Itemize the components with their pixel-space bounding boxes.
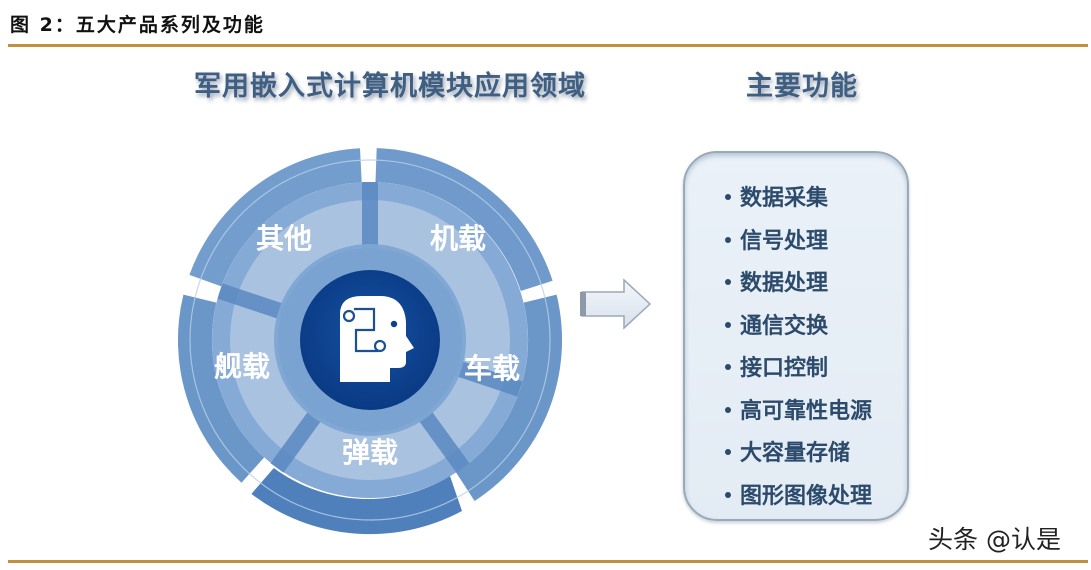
head-circuit-icon [340,296,414,382]
main-functions-box: 数据采集 信号处理 数据处理 通信交换 接口控制 高可靠性电源 大容量存储 图形… [683,151,909,521]
figure-title: 图 2：五大产品系列及功能 [10,14,265,36]
bullet-icon [725,321,731,328]
application-wheel: 机载 车载 弹载 舰载 其他 [177,148,563,535]
bullet-icon [725,236,731,243]
segment-label-airborne: 机载 [430,222,486,255]
segment-label-missile: 弹载 [342,436,398,469]
bullet-icon [725,194,731,200]
bottom-rule [8,560,1088,563]
top-rule [8,44,1088,47]
segment-label-shipborne: 舰载 [214,350,270,383]
bullet-icon [725,364,731,370]
function-item: 数据采集 [725,177,872,220]
function-item: 图形图像处理 [725,475,872,518]
function-item: 大容量存储 [725,432,872,475]
segment-label-other: 其他 [256,222,312,255]
bullet-icon [725,449,731,455]
bullet-icon [725,406,731,413]
function-item: 高可靠性电源 [725,390,872,433]
function-list: 数据采集 信号处理 数据处理 通信交换 接口控制 高可靠性电源 大容量存储 图形… [725,177,872,517]
watermark: 头条 @认是 [928,525,1061,554]
outer-ring [177,148,563,535]
right-arrow-icon [580,278,652,330]
application-domains-heading: 军用嵌入式计算机模块应用领域 [194,71,586,102]
segment-label-vehicle: 车载 [464,352,520,385]
main-functions-heading: 主要功能 [746,71,858,102]
function-item: 通信交换 [725,305,872,348]
bullet-icon [725,279,731,285]
function-item: 接口控制 [725,347,872,390]
bullet-icon [725,491,731,498]
function-item: 信号处理 [725,220,872,263]
function-item: 数据处理 [725,262,872,305]
